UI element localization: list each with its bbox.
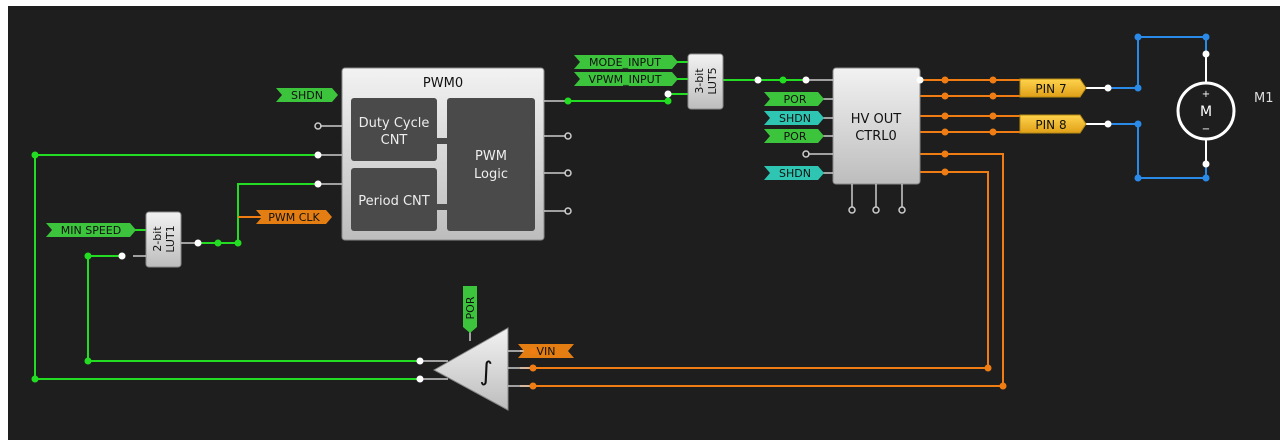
motor-label: M1 <box>1254 91 1274 106</box>
lut5-line2: LUT5 <box>706 67 719 94</box>
motor-m1[interactable]: + M − <box>1176 81 1236 141</box>
tag-vpwm-input[interactable]: VPWM_INPUT <box>574 72 678 86</box>
svg-text:PIN 8: PIN 8 <box>1035 118 1066 132</box>
lut5-line1: 3-bit <box>693 68 706 94</box>
tag-mode-input[interactable]: MODE_INPUT <box>574 55 678 69</box>
tag-por-2[interactable]: POR <box>764 129 824 143</box>
pwm0-pin-stubs <box>320 100 566 212</box>
blue-dots <box>1134 33 1210 182</box>
wire-feedback-outer <box>34 154 420 380</box>
svg-text:POR: POR <box>784 93 807 106</box>
svg-text:SHDN: SHDN <box>779 167 811 180</box>
period-label: Period CNT <box>358 194 429 209</box>
lut1-line1: 2-bit <box>151 226 164 252</box>
period-cnt <box>351 168 437 231</box>
motor-minus: − <box>1202 124 1210 135</box>
hv-line1: HV OUT <box>851 112 902 127</box>
schematic-svg: PWM0 Duty Cycle CNT Period CNT PWM Logic… <box>31 33 1274 411</box>
svg-text:PWM CLK: PWM CLK <box>268 211 320 224</box>
lut1-block[interactable]: 2-bit LUT1 <box>133 211 198 268</box>
schematic-canvas[interactable]: PWM0 Duty Cycle CNT Period CNT PWM Logic… <box>8 6 1280 440</box>
tag-pwm-clk[interactable]: PWM CLK <box>256 210 332 224</box>
tag-min-speed[interactable]: MIN SPEED <box>46 223 136 237</box>
green-dots <box>31 76 787 383</box>
svg-text:SHDN: SHDN <box>779 112 811 125</box>
pin8-tag[interactable]: PIN 8 <box>1019 114 1087 134</box>
tag-por-integrator[interactable]: POR <box>463 286 477 333</box>
motor-leads <box>1086 54 1207 164</box>
svg-text:MODE_INPUT: MODE_INPUT <box>589 56 661 69</box>
tag-shdn-hv2[interactable]: SHDN <box>764 166 824 180</box>
svg-text:POR: POR <box>464 296 477 319</box>
pwm-logic <box>447 98 535 231</box>
tag-shdn-hv1[interactable]: SHDN <box>764 111 824 125</box>
logic-line1: PWM <box>475 149 507 164</box>
svg-text:VPWM_INPUT: VPWM_INPUT <box>589 73 662 86</box>
wire-lut1-to-integrator <box>87 255 420 362</box>
pwm0-title: PWM0 <box>423 76 463 91</box>
integrator-block[interactable]: ∫ <box>423 327 530 411</box>
duty-cycle-cnt <box>351 98 437 161</box>
duty-line2: CNT <box>381 133 408 148</box>
pin7-tag[interactable]: PIN 7 <box>1019 78 1087 98</box>
orange-dots <box>529 76 1007 390</box>
tag-vin[interactable]: VIN <box>518 344 574 358</box>
svg-text:MIN SPEED: MIN SPEED <box>61 224 121 237</box>
blue-wires <box>1105 36 1207 179</box>
svg-text:POR: POR <box>784 130 807 143</box>
pwm0-block[interactable]: PWM0 Duty Cycle CNT Period CNT PWM Logic <box>341 67 545 241</box>
svg-text:VIN: VIN <box>537 345 556 358</box>
white-pin-dots <box>118 50 1210 383</box>
motor-plus: + <box>1202 89 1210 100</box>
hv-out-ctrl-block[interactable]: HV OUT CTRL0 <box>808 67 921 207</box>
tag-por-1[interactable]: POR <box>764 92 824 106</box>
svg-text:PIN 7: PIN 7 <box>1035 82 1066 96</box>
motor-letter: M <box>1200 104 1212 120</box>
tag-shdn-pwm[interactable]: SHDN <box>276 88 338 102</box>
logic-line2: Logic <box>474 167 508 182</box>
hv-line2: CTRL0 <box>855 129 897 144</box>
open-pin-dots <box>314 122 906 215</box>
duty-line1: Duty Cycle <box>359 116 430 131</box>
svg-text:SHDN: SHDN <box>291 89 323 102</box>
lut5-block[interactable]: 3-bit LUT5 <box>687 53 724 110</box>
integrator-symbol: ∫ <box>479 357 493 387</box>
orange-wires <box>238 79 1020 387</box>
lut1-line2: LUT1 <box>164 225 177 252</box>
